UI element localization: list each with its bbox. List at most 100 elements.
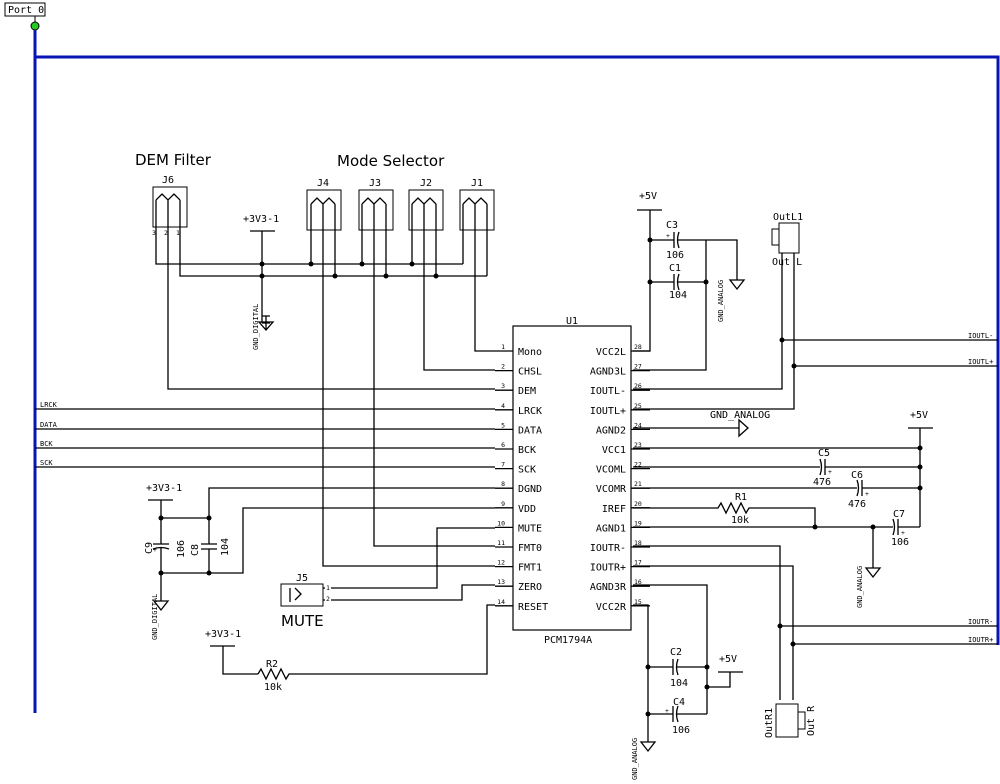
net-sck: SCK [40, 459, 53, 467]
jumper-j2[interactable]: J2 [408, 178, 444, 231]
u1-pin-name: VCC2R [596, 602, 627, 613]
output-outl1[interactable]: OutL1 Out L IOUTL- IOUTL+ [633, 212, 998, 410]
svg-text:2: 2 [326, 595, 330, 603]
u1-pin-number: 14 [497, 598, 505, 606]
u1-pin-name: IOUTR+ [590, 563, 626, 574]
capacitor-c7[interactable]: C7 106 + [633, 509, 920, 568]
u1-pin-number: 2 [501, 363, 505, 371]
svg-text:J5: J5 [296, 573, 308, 584]
svg-text:J6: J6 [162, 175, 174, 186]
connector-j5[interactable]: J5 1 2 [280, 527, 495, 607]
capacitor-c4[interactable]: C4 106 + [648, 697, 707, 736]
svg-text:+: + [666, 232, 670, 240]
capacitor-c5[interactable]: C5 476 + [633, 448, 920, 488]
u1-pin-number: 28 [634, 343, 642, 351]
u1-pin-number: 10 [497, 519, 505, 527]
capacitor-c1[interactable]: C1 104 [650, 263, 706, 301]
capacitor-c6[interactable]: C6 476 + [633, 470, 920, 510]
u1-pin-number: 19 [634, 519, 642, 527]
svg-text:C2: C2 [670, 647, 682, 658]
power-5v-right: +5V [633, 410, 933, 527]
capacitor-c8[interactable]: C8 104 [158, 515, 232, 576]
gnd-digital-top: GND_DIGITAL [252, 304, 275, 350]
jumper-j1[interactable]: J1 [459, 178, 495, 231]
u1-pin-number: 8 [501, 480, 505, 488]
power-5v-top: +5V [633, 191, 662, 352]
net-lrck: LRCK [40, 401, 58, 409]
mode-selector-heading: Mode Selector [337, 152, 445, 170]
agnd3l-wiring [633, 237, 709, 371]
signal-nets: LRCK DATA BCK SCK [35, 401, 495, 468]
svg-text:1: 1 [326, 584, 330, 592]
net-bck: BCK [40, 440, 53, 448]
u1-pin-name: SCK [518, 465, 536, 476]
u1-pin-name: BCK [518, 445, 536, 456]
agnd3r-vcc2r-wiring: +5V [633, 584, 743, 742]
svg-text:+5V: +5V [910, 410, 928, 421]
jumper-wiring [155, 226, 495, 567]
svg-text:2: 2 [164, 229, 168, 237]
gnd-analog-agnd2: GND_ANALOG [633, 410, 770, 438]
u1-pin-name: AGND3R [590, 582, 627, 593]
svg-text:476: 476 [813, 477, 831, 488]
svg-text:+: + [901, 529, 905, 537]
svg-text:+: + [828, 468, 832, 476]
jumper-j6[interactable]: J6 3 2 1 [152, 175, 188, 237]
resistor-r1[interactable]: R1 10k [633, 492, 816, 527]
svg-text:C3: C3 [666, 220, 678, 231]
svg-text:J2: J2 [420, 178, 432, 189]
svg-text:C9: C9 [144, 542, 155, 554]
u1-pin-name: AGND3L [590, 367, 626, 378]
u1-pin-name: VCOMR [596, 484, 627, 495]
gnd-digital-left: GND_DIGITAL [151, 594, 170, 640]
u1-pin-number: 25 [634, 402, 642, 410]
u1-pin-name: IOUTR- [590, 543, 626, 554]
svg-text:104: 104 [670, 678, 688, 689]
gnd-analog-right: GND_ANALOG [856, 566, 882, 608]
svg-text:104: 104 [220, 538, 231, 556]
u1-pin-name: IOUTL- [590, 386, 626, 397]
svg-text:+: + [865, 490, 869, 498]
svg-text:476: 476 [848, 499, 866, 510]
dem-filter-heading: DEM Filter [135, 151, 212, 169]
gnd-analog-bottom: GND_ANALOG [631, 738, 657, 780]
resistor-r2[interactable]: R2 10k [257, 604, 495, 693]
svg-text:C8: C8 [190, 544, 201, 556]
u1-pin-name: VCOML [596, 465, 626, 476]
jumper-j3[interactable]: J3 [358, 178, 394, 231]
port-0[interactable]: Port 0 [4, 2, 46, 31]
u1-pin-number: 9 [501, 500, 505, 508]
gnd-analog-top: GND_ANALOG [717, 279, 746, 322]
u1-pin-number: 26 [634, 382, 642, 390]
u1-pin-name: DATA [518, 425, 542, 436]
u1-pin-number: 20 [634, 500, 642, 508]
u1-pin-number: 17 [634, 559, 642, 567]
svg-text:10k: 10k [731, 515, 749, 526]
u1-pin-number: 12 [497, 559, 505, 567]
u1-pin-name: FMT0 [518, 543, 542, 554]
svg-text:OutL1: OutL1 [773, 212, 803, 223]
svg-text:+5V: +5V [719, 654, 737, 665]
output-outr1[interactable]: IOUTR- IOUTR+ OutR1 Out R [633, 545, 998, 738]
svg-text:10k: 10k [264, 682, 282, 693]
u1-pin-name: IREF [602, 504, 626, 515]
svg-text:J1: J1 [471, 178, 483, 189]
u1-pin-number: 21 [634, 480, 642, 488]
u1-pin-number: 24 [634, 421, 642, 429]
svg-text:GND_DIGITAL: GND_DIGITAL [151, 594, 159, 640]
capacitor-c3[interactable]: C3 106 + [650, 220, 738, 280]
capacitor-c9[interactable]: C9 106 + [144, 518, 187, 601]
svg-text:GND_ANALOG: GND_ANALOG [631, 738, 639, 780]
u1-ref: U1 [566, 316, 578, 327]
capacitor-c2[interactable]: C2 104 [648, 647, 707, 689]
power-3v3-bottom: +3V3-1 [205, 629, 258, 675]
jumper-j4[interactable]: J4 [306, 178, 342, 231]
u1-pin-name: FMT1 [518, 563, 542, 574]
u1-pin-number: 6 [501, 441, 505, 449]
svg-text:GND_ANALOG: GND_ANALOG [856, 566, 864, 608]
u1-pin-number: 27 [634, 363, 642, 371]
svg-text:Out L: Out L [772, 257, 802, 268]
port-label: Port 0 [8, 5, 44, 16]
u1-part: PCM1794A [544, 635, 592, 646]
